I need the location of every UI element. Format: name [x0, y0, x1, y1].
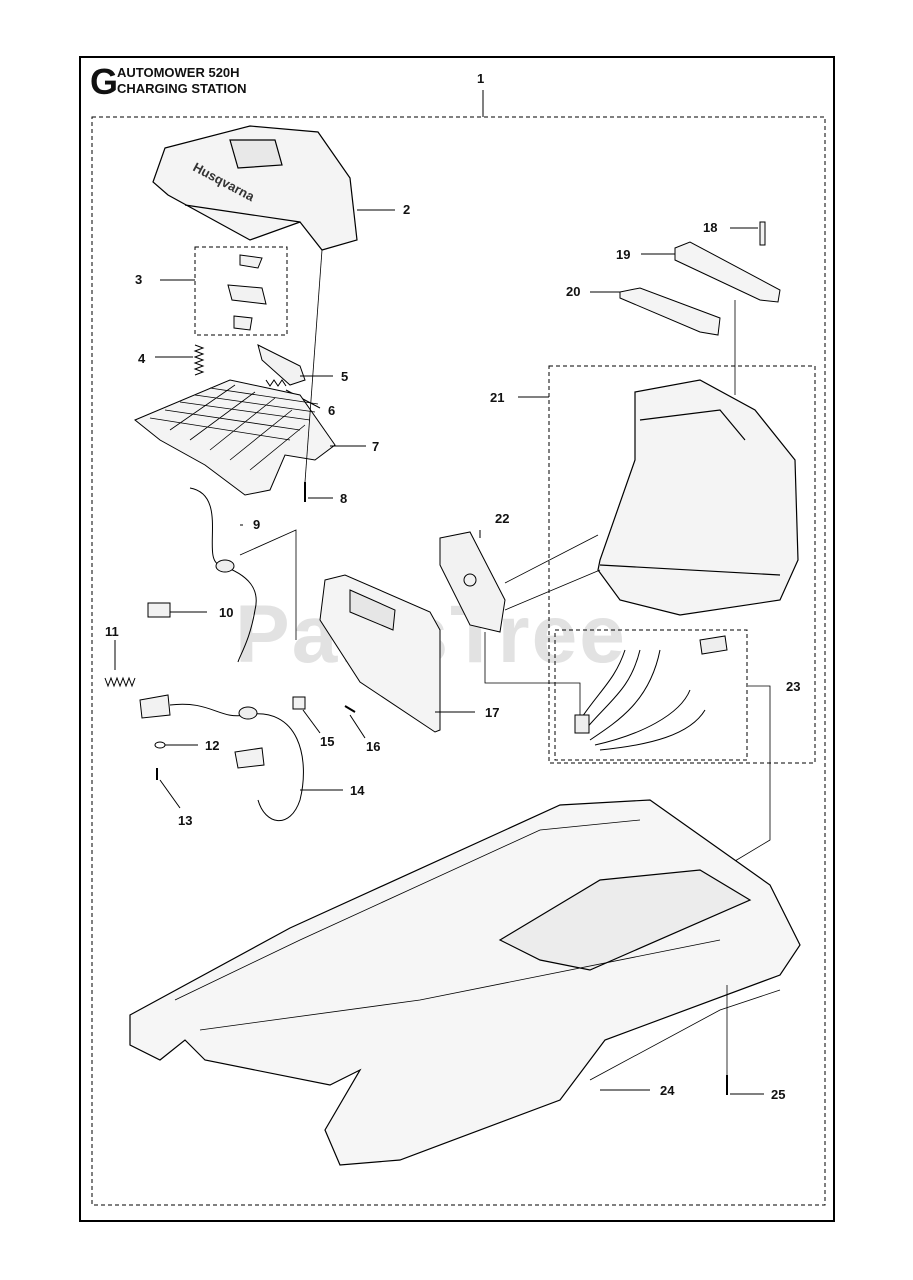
part-24-base-plate [129, 799, 801, 1166]
assembly-dashed-box [91, 116, 826, 1206]
callout-5: 5 [341, 369, 349, 384]
callout-19: 19 [616, 247, 631, 262]
part-10-clip [147, 602, 171, 618]
leader-22-link [504, 534, 599, 584]
part-17-bracket [319, 574, 441, 733]
part-21-housing [597, 379, 799, 616]
part-19-rail [674, 241, 781, 303]
callout-24: 24 [660, 1083, 675, 1098]
title-line-1: AUTOMOWER 520H [117, 65, 240, 80]
callout-6: 6 [328, 403, 336, 418]
callout-1: 1 [477, 71, 485, 86]
callout-7: 7 [372, 439, 380, 454]
leader-23 [719, 685, 771, 871]
callout-13: 13 [178, 813, 193, 828]
callout-21: 21 [490, 390, 505, 405]
part-14-connector [234, 747, 265, 769]
part-11-spring [104, 676, 136, 688]
title-line-2: CHARGING STATION [117, 81, 247, 96]
part-23-harness [574, 649, 706, 751]
callout-22: 22 [495, 511, 510, 526]
part-15-bushing [292, 696, 306, 710]
leader-22-link2 [504, 569, 601, 611]
part-6-spring [265, 379, 287, 387]
part-14-cable [169, 703, 304, 822]
callout-11: 11 [105, 624, 119, 639]
callout-8: 8 [340, 491, 348, 506]
leader-cover-screw [304, 249, 323, 483]
callout-18: 18 [703, 220, 718, 235]
callout-9: 9 [253, 517, 261, 532]
callout-17: 17 [485, 705, 500, 720]
part-9-grommet [215, 559, 235, 573]
part-21-group-box [548, 365, 816, 764]
diagram-frame [79, 56, 835, 1222]
part-12-washer [154, 741, 166, 749]
leader-15 [302, 709, 321, 734]
part-3-group-box [194, 246, 288, 336]
callout-15: 15 [320, 734, 335, 749]
part-9-cable [189, 487, 257, 663]
callout-23: 23 [786, 679, 801, 694]
part-3-latch-parts [227, 254, 267, 331]
callout-12: 12 [205, 738, 220, 753]
callout-10: 10 [219, 605, 234, 620]
leader-23b [484, 632, 581, 715]
leader-16 [349, 714, 366, 739]
part-5-latch [257, 344, 306, 386]
leader-13 [159, 779, 181, 809]
callout-20: 20 [566, 284, 581, 299]
part-7-base-frame [134, 379, 336, 496]
callout-3: 3 [135, 272, 143, 287]
part-16-screw [344, 705, 356, 713]
part-2-top-cover [152, 125, 358, 251]
callout-16: 16 [366, 739, 381, 754]
callout-4: 4 [138, 351, 146, 366]
callout-14: 14 [350, 783, 365, 798]
part-12-contact-plate [139, 694, 171, 719]
part-18-pin [759, 221, 766, 246]
callout-2: 2 [403, 202, 411, 217]
part-22-circuit-board [439, 531, 506, 633]
leader-9 [239, 529, 297, 640]
part-20-rail [619, 287, 721, 336]
callout-25: 25 [771, 1087, 786, 1102]
section-letter: G [90, 61, 119, 102]
part-23-connector [699, 635, 728, 655]
part-14-grommet [238, 706, 258, 720]
part-4-spring [193, 344, 205, 376]
